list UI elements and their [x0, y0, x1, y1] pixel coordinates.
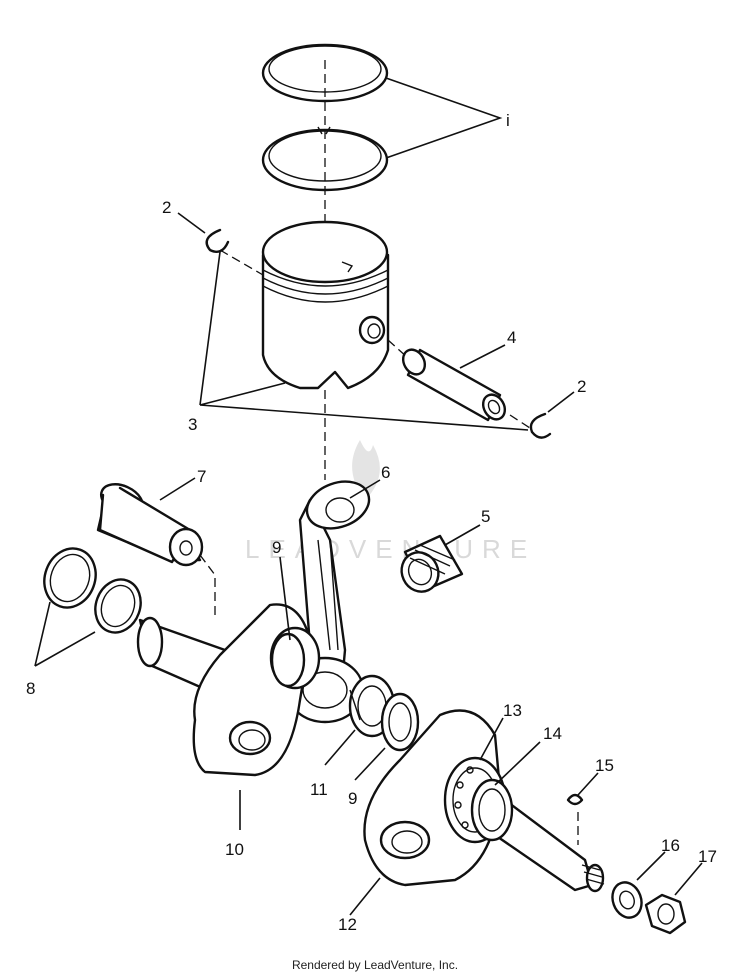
callout-9-lower: 9: [348, 789, 357, 808]
callout-14: 14: [543, 724, 562, 743]
callout-6: 6: [381, 463, 390, 482]
thrust-washer-left: [43, 547, 97, 609]
piston-pin: [401, 348, 507, 422]
callout-11: 11: [310, 780, 328, 799]
needle-bearing: [400, 534, 464, 593]
axis-line-clip: [219, 249, 264, 276]
callout-9-upper: 9: [272, 538, 281, 557]
thrust-washer-9-upper: [270, 632, 306, 688]
piston-ring-upper: [261, 43, 389, 103]
axis-line-pin: [387, 339, 531, 429]
callout-13: 13: [503, 701, 522, 720]
hex-nut: [644, 893, 687, 935]
watermark-text: LEADVENTURE: [245, 534, 536, 564]
crank-pin: [96, 483, 204, 567]
callout-15: 15: [595, 756, 614, 775]
callouts: i 2 2 3 4 5 6 7 8 9 9 10 11 12 13 14 15 …: [26, 111, 717, 934]
circlip-left: [205, 228, 230, 253]
leader-lines: [34, 77, 703, 916]
callout-1: i: [506, 111, 510, 130]
piston: [261, 220, 390, 390]
callout-4: 4: [507, 328, 516, 347]
callout-3: 3: [188, 415, 197, 434]
axis-line-crankpin: [199, 554, 216, 615]
footer-credit: Rendered by LeadVenture, Inc.: [291, 958, 459, 972]
crankshaft-left-half: [136, 603, 321, 777]
woodruff-key: [566, 793, 584, 806]
washer: [611, 881, 643, 919]
thrust-washer-9-lower: [380, 692, 420, 752]
callout-7: 7: [197, 467, 206, 486]
callout-2-left: 2: [162, 198, 171, 217]
callout-16: 16: [661, 836, 680, 855]
callout-8: 8: [26, 679, 35, 698]
callout-10: 10: [225, 840, 244, 859]
callout-5: 5: [481, 507, 490, 526]
oil-seal-14: [470, 778, 514, 842]
thrust-washer-right: [94, 578, 142, 634]
callout-17: 17: [698, 847, 717, 866]
circlip-right: [529, 412, 552, 439]
callout-12: 12: [338, 915, 357, 934]
callout-2-right: 2: [577, 377, 586, 396]
piston-ring-lower: [261, 126, 389, 192]
watermark: LEADVENTURE: [245, 440, 536, 564]
